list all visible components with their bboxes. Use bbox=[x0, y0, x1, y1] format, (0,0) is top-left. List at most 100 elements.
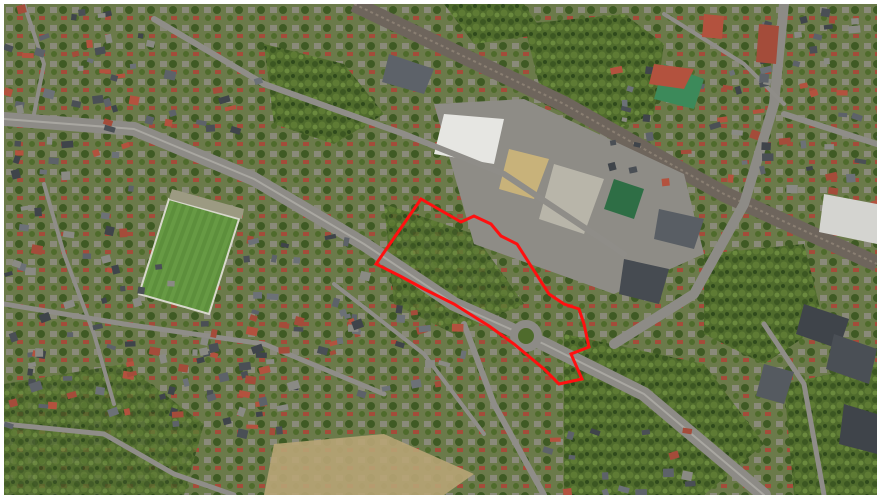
house-roof bbox=[16, 4, 27, 15]
apartment-blocks bbox=[649, 14, 877, 454]
house-roof bbox=[137, 33, 144, 39]
house-roof bbox=[799, 82, 809, 89]
house-roof bbox=[102, 118, 114, 127]
road-network bbox=[4, 4, 877, 495]
house-roof bbox=[617, 485, 630, 494]
house-roof bbox=[62, 376, 73, 381]
house-roof bbox=[635, 489, 648, 495]
house-roof bbox=[106, 343, 117, 351]
house-roof bbox=[276, 404, 289, 412]
house-roof bbox=[103, 124, 116, 133]
house-roof bbox=[30, 244, 44, 255]
house-roof bbox=[163, 69, 177, 81]
house-roof bbox=[4, 87, 14, 97]
house-roof bbox=[762, 153, 774, 161]
house-roof bbox=[8, 398, 19, 408]
house-roof bbox=[589, 428, 601, 437]
house-roof bbox=[12, 155, 21, 165]
house-roof bbox=[137, 286, 146, 295]
house-roof bbox=[206, 393, 217, 402]
house-roof bbox=[92, 148, 101, 158]
house-roof bbox=[111, 151, 120, 159]
house-roof bbox=[410, 378, 422, 389]
house-roof bbox=[71, 100, 82, 109]
house-roof bbox=[4, 421, 14, 430]
house-roof bbox=[4, 270, 13, 278]
house-roof bbox=[381, 385, 391, 392]
house-roof bbox=[394, 340, 405, 349]
house-roof bbox=[258, 365, 271, 375]
house-roof bbox=[95, 386, 106, 396]
house-roof bbox=[250, 343, 264, 355]
house-roof bbox=[218, 95, 231, 105]
house-roof bbox=[812, 33, 823, 41]
house-roof bbox=[129, 63, 137, 69]
house-roof bbox=[778, 137, 791, 145]
open-field bbox=[264, 434, 474, 495]
house-roof bbox=[38, 33, 50, 42]
house-roof bbox=[396, 314, 406, 323]
house-roof bbox=[293, 326, 304, 332]
house-roof bbox=[827, 187, 839, 196]
house-roof bbox=[331, 297, 341, 308]
house-roof bbox=[731, 129, 744, 136]
house-roof bbox=[336, 337, 344, 345]
house-roof bbox=[759, 165, 766, 175]
house-roof bbox=[8, 331, 19, 343]
house-roof bbox=[126, 361, 135, 368]
aerial-map-canvas bbox=[4, 4, 877, 495]
house-roof bbox=[854, 158, 867, 165]
house-roof bbox=[15, 150, 24, 156]
house-roof bbox=[258, 396, 268, 407]
house-roof bbox=[270, 254, 278, 263]
house-roof bbox=[126, 370, 138, 378]
house-roof bbox=[741, 160, 748, 165]
house-roof bbox=[116, 73, 126, 79]
house-roof bbox=[562, 488, 573, 495]
house-roof bbox=[245, 326, 259, 337]
house-roof bbox=[633, 141, 641, 148]
house-roof bbox=[722, 84, 733, 91]
house-roof bbox=[236, 428, 249, 440]
house-roof bbox=[104, 33, 113, 44]
house-roof bbox=[61, 140, 74, 149]
house-roof bbox=[35, 348, 44, 357]
house-roof bbox=[809, 45, 818, 54]
house-roof bbox=[111, 104, 119, 113]
house-roof bbox=[212, 86, 223, 95]
house-roof bbox=[77, 65, 84, 71]
house-roof bbox=[761, 142, 771, 151]
house-roof bbox=[266, 358, 275, 365]
house-roof bbox=[106, 267, 114, 274]
house-roof bbox=[549, 437, 561, 442]
house-roof bbox=[269, 427, 276, 436]
house-roof bbox=[61, 171, 71, 181]
house-roof bbox=[799, 15, 808, 24]
house-roof bbox=[100, 297, 108, 305]
house-roof bbox=[4, 43, 14, 53]
house-roof bbox=[601, 488, 610, 495]
house-roof bbox=[438, 360, 451, 368]
house-roof bbox=[293, 257, 301, 264]
sports-field bbox=[137, 189, 244, 316]
house-roof bbox=[82, 253, 92, 260]
house-roof bbox=[286, 379, 301, 392]
house-roof bbox=[851, 112, 863, 122]
house-roof bbox=[395, 304, 403, 314]
house-roof bbox=[255, 352, 267, 359]
house-roof bbox=[823, 57, 830, 65]
house-roof bbox=[38, 311, 52, 324]
house-roof bbox=[356, 389, 367, 399]
house-roof bbox=[78, 8, 86, 17]
house-roof bbox=[836, 89, 848, 96]
house-roof bbox=[109, 74, 119, 82]
house-roof bbox=[329, 349, 337, 356]
house-roof bbox=[46, 136, 53, 145]
aerial-map[interactable] bbox=[4, 4, 877, 495]
house-roof bbox=[253, 76, 264, 86]
house-roof bbox=[119, 285, 126, 292]
house-roof bbox=[229, 125, 242, 135]
house-roof bbox=[14, 140, 22, 147]
house-roof bbox=[728, 69, 736, 77]
